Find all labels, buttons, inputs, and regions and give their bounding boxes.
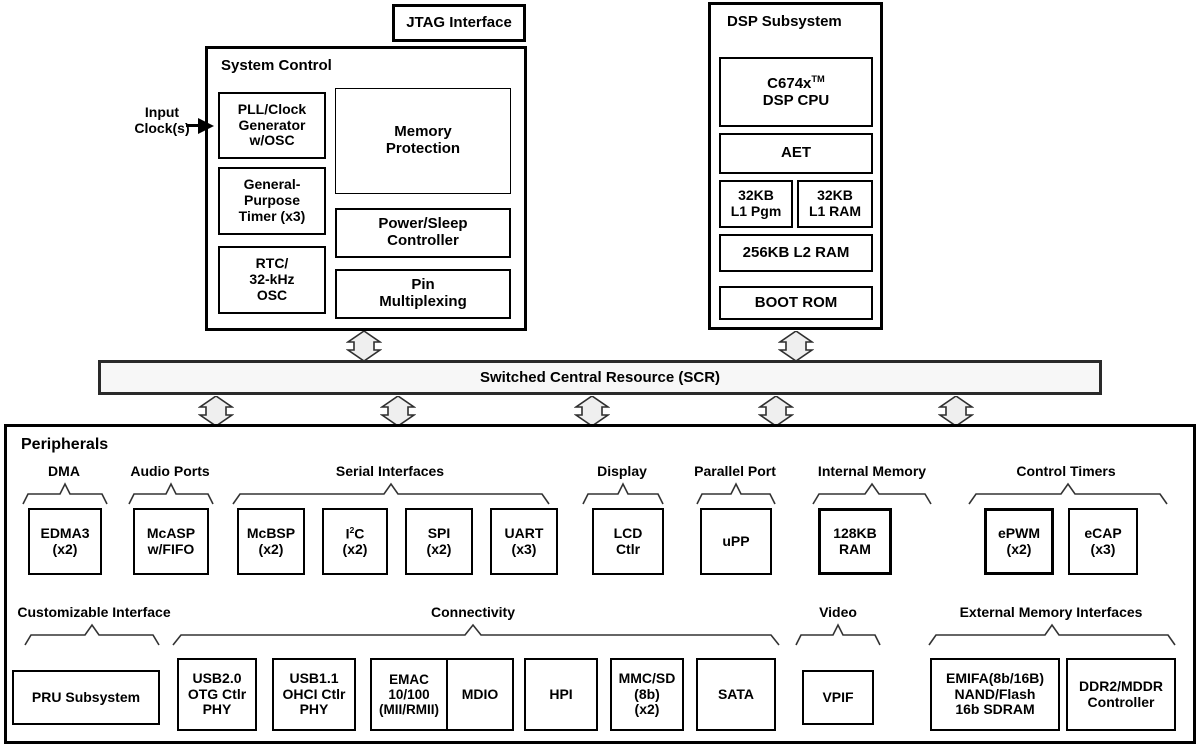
block-mdio: MDIO [461,685,499,702]
block-usb11-ohci: USB1.1 OHCI Ctlr PHY [272,658,356,731]
input-clock-arrowhead-icon [198,118,214,134]
brace-display [582,482,664,505]
block-256kb-l2-ram: 256KB L2 RAM [719,234,873,272]
block-32kb-l1-ram: 32KB L1 RAM [797,180,873,228]
block-lcd-ctlr: LCD Ctlr [592,508,664,575]
brace-video [795,623,881,646]
connector-scr-to-peripherals-4-icon [758,396,794,426]
block-aet: AET [719,133,873,174]
block-power-sleep-controller: Power/Sleep Controller [335,208,511,258]
brace-internal-memory [812,482,932,505]
group-label-control-timers: Control Timers [1016,463,1116,479]
block-sata: SATA [696,658,776,731]
brace-connectivity [172,623,780,646]
input-clock-arrow-line [186,124,204,127]
dsp-subsystem-title: DSP Subsystem [727,13,842,30]
block-epwm: ePWM (x2) [984,508,1054,575]
block-vpif: VPIF [802,670,874,725]
block-ecap: eCAP (x3) [1068,508,1138,575]
block-rtc-32khz-osc: RTC/ 32-kHz OSC [218,246,326,314]
block-ddr2-mddr-controller: DDR2/MDDR Controller [1066,658,1176,731]
input-clocks-label: Input Clock(s) [134,104,190,137]
group-label-connectivity: Connectivity [430,604,516,620]
block-32kb-l1-pgm: 32KB L1 Pgm [719,180,793,228]
group-label-dma: DMA [48,463,80,479]
block-edma3: EDMA3 (x2) [28,508,102,575]
block-pll-clock-generator: PLL/Clock Generator w/OSC [218,92,326,159]
block-hpi: HPI [524,658,598,731]
group-label-display: Display [597,463,647,479]
brace-dma [22,482,108,505]
trademark-icon: TM [811,74,825,85]
block-upp: uPP [700,508,772,575]
block-128kb-ram: 128KB RAM [818,508,892,575]
group-label-internal-memory: Internal Memory [817,463,927,479]
block-i2c: I2C (x2) [322,508,388,575]
group-label-parallel-port: Parallel Port [694,463,776,479]
block-uart: UART (x3) [490,508,558,575]
block-general-purpose-timer: General- Purpose Timer (x3) [218,167,326,235]
group-label-customizable-interface: Customizable Interface [17,604,171,620]
block-c674x-dsp-cpu: C674xTM DSP CPU [719,57,873,127]
block-emac-mdio-group: EMAC 10/100 (MII/RMII) MDIO [370,658,514,731]
block-usb20-otg: USB2.0 OTG Ctlr PHY [177,658,257,731]
connector-scr-to-peripherals-2-icon [380,396,416,426]
block-memory-protection: Memory Protection [335,88,511,194]
block-pru-subsystem: PRU Subsystem [12,670,160,725]
block-mcbsp: McBSP (x2) [237,508,305,575]
connector-dsp-to-scr-icon [778,331,814,361]
brace-audio-ports [128,482,214,505]
i2c-superscript: 2 [349,524,355,535]
brace-parallel-port [696,482,776,505]
brace-control-timers [968,482,1168,505]
group-label-video: Video [819,604,857,620]
block-emac: EMAC 10/100 (MII/RMII) [372,660,448,729]
block-jtag-interface: JTAG Interface [392,4,526,42]
dsp-cpu-subtitle: DSP CPU [762,92,830,109]
brace-external-memory-interfaces [928,623,1176,646]
connector-scr-to-peripherals-5-icon [938,396,974,426]
peripherals-title: Peripherals [21,436,109,453]
block-mmc-sd: MMC/SD (8b) (x2) [610,658,684,731]
block-switched-central-resource: Switched Central Resource (SCR) [98,360,1102,395]
connector-scr-to-peripherals-3-icon [574,396,610,426]
block-pin-multiplexing: Pin Multiplexing [335,269,511,319]
brace-serial-interfaces [232,482,550,505]
system-control-title: System Control [221,57,332,74]
block-boot-rom: BOOT ROM [719,286,873,320]
group-label-external-memory-interfaces: External Memory Interfaces [959,604,1143,620]
block-mcasp: McASP w/FIFO [133,508,209,575]
scr-label: Switched Central Resource (SCR) [479,369,721,386]
dsp-cpu-name: C674x [767,75,812,93]
group-label-serial-interfaces: Serial Interfaces [335,463,445,479]
brace-customizable-interface [24,623,160,646]
connector-scr-to-peripherals-1-icon [198,396,234,426]
block-spi: SPI (x2) [405,508,473,575]
block-emifa: EMIFA(8b/16B) NAND/Flash 16b SDRAM [930,658,1060,731]
group-label-audio-ports: Audio Ports [130,463,210,479]
connector-system-control-to-scr-icon [346,331,382,361]
